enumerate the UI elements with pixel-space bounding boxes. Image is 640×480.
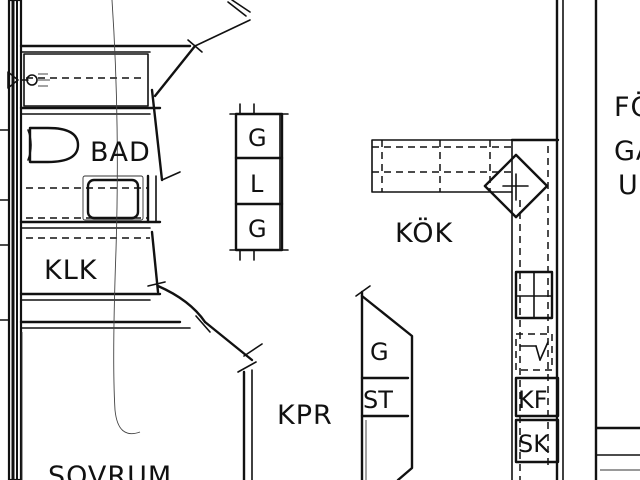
ventilation-fan-icon xyxy=(7,71,50,89)
room-label-klk: KLK xyxy=(44,255,98,286)
stove-icon xyxy=(483,153,549,219)
room-label-edge-mid: GÅ xyxy=(614,135,640,167)
wardrobe-stack xyxy=(229,103,289,261)
washbasin-icon xyxy=(82,175,144,221)
wardrobe-rail-line xyxy=(111,0,141,435)
room-label-kok: KÖK xyxy=(395,217,453,249)
left-exterior-wall xyxy=(0,0,23,480)
wardrobe-label-g-top: G xyxy=(248,124,267,152)
toilet-icon xyxy=(27,126,80,164)
pantry-cabinet xyxy=(355,285,414,480)
pantry-label-st: ST xyxy=(363,386,393,414)
bathroom-door xyxy=(153,0,251,181)
fixture-label-sk: SK xyxy=(518,430,550,458)
kitchen-sink-icon xyxy=(514,270,554,320)
wardrobe-label-l: L xyxy=(250,170,264,198)
sovrum-wall xyxy=(21,332,253,480)
dishwasher-icon xyxy=(515,333,553,371)
room-label-edge-top: FÖ xyxy=(614,91,640,123)
room-label-edge-bottom: U xyxy=(618,170,639,201)
room-label-bad: BAD xyxy=(90,137,151,168)
room-label-sovrum: SOVRUM xyxy=(48,461,172,480)
right-exterior-wall xyxy=(555,0,640,480)
kitchen-counter xyxy=(371,138,560,480)
closet-door xyxy=(147,281,263,373)
fridge-freezer-boxes xyxy=(514,376,560,464)
wardrobe-label-g-bottom: G xyxy=(248,215,267,243)
room-label-kpr: KPR xyxy=(277,400,333,431)
pantry-label-g: G xyxy=(370,338,389,366)
fixture-label-kf: KF xyxy=(518,386,548,414)
